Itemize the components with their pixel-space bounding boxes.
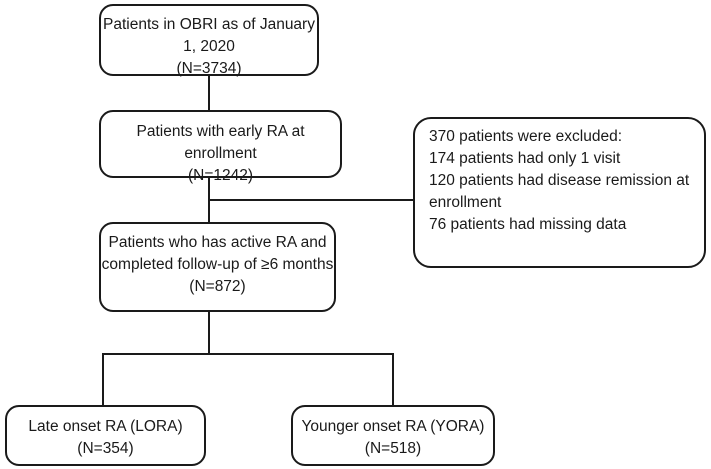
connector-exclusion-branch	[208, 199, 413, 201]
box-obri-patients: Patients in OBRI as of January 1, 2020 (…	[99, 4, 319, 77]
box-active-ra-line2: completed follow-up of ≥6 months	[101, 256, 334, 273]
exclusion-line1: 370 patients were excluded:	[429, 128, 623, 145]
connector-split-horizontal	[102, 353, 394, 355]
box-lora-line1: Late onset RA (LORA)	[28, 418, 183, 435]
box-obri-patients-line1: Patients in OBRI as of January 1, 2020	[103, 16, 315, 55]
exclusion-line2: 174 patients had only 1 visit	[429, 150, 621, 167]
box-early-ra: Patients with early RA at enrollment (N=…	[99, 110, 342, 184]
box-lora: Late onset RA (LORA) (N=354)	[5, 405, 206, 466]
connector-box1-box2	[208, 76, 210, 110]
box-active-ra-line1: Patients who has active RA and	[108, 234, 327, 251]
box-exclusion: 370 patients were excluded: 174 patients…	[413, 117, 706, 268]
exclusion-line3: 120 patients had disease remission at	[429, 172, 690, 189]
box-active-ra-count: (N=872)	[189, 278, 246, 295]
connector-to-yora	[392, 353, 394, 405]
box-obri-patients-count: (N=3734)	[176, 60, 242, 77]
connector-box3-split	[208, 312, 210, 354]
box-early-ra-line1: Patients with early RA at enrollment	[136, 123, 305, 162]
box-yora-line1: Younger onset RA (YORA)	[301, 418, 485, 435]
exclusion-line5: 76 patients had missing data	[429, 216, 627, 233]
box-active-ra: Patients who has active RA and completed…	[99, 222, 336, 312]
box-early-ra-count: (N=1242)	[187, 167, 254, 184]
box-lora-count: (N=354)	[77, 440, 134, 457]
exclusion-line4: enrollment	[429, 194, 502, 211]
box-yora-count: (N=518)	[364, 440, 422, 457]
connector-to-lora	[102, 353, 104, 405]
box-yora: Younger onset RA (YORA) (N=518)	[291, 405, 495, 466]
